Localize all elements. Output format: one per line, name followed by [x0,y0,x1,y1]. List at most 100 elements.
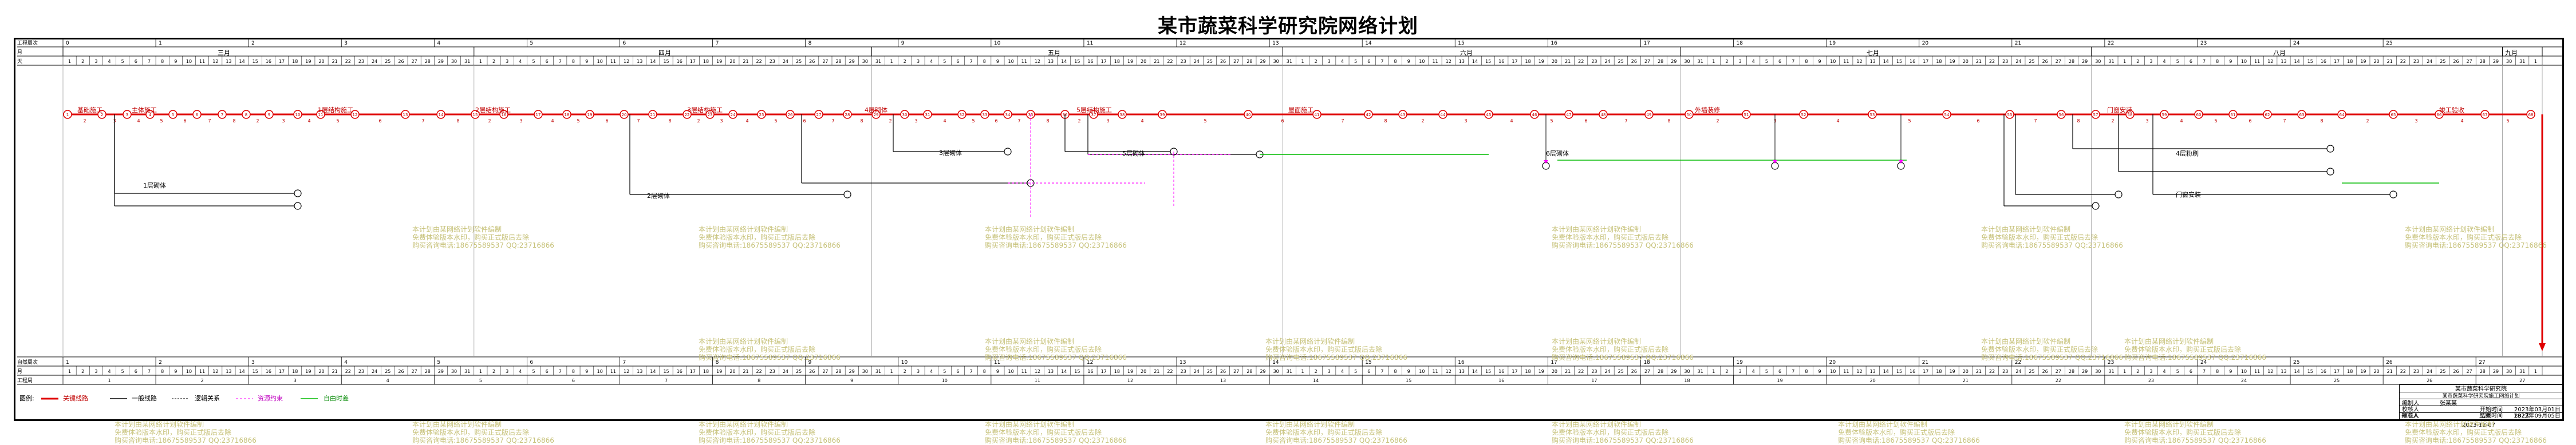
day-number: 30 [1273,59,1279,64]
day-number: 14 [239,59,244,64]
duration-number: 4 [386,378,389,383]
duration-number: 3 [294,378,297,383]
day-number: 20 [2373,59,2379,64]
week-number: 10 [901,360,908,365]
day-number: 1 [479,369,482,374]
day-number: 5 [1765,59,1768,64]
watermark-text: 免费体验版本水印，购买正式版后去除 [115,428,232,436]
day-number: 12 [1446,369,1451,374]
day-number: 28 [2069,369,2074,374]
legend-logic-label: 逻辑关系 [195,395,220,402]
day-number: 29 [2493,369,2499,374]
day-number: 10 [2241,59,2247,64]
duration-label: 7 [831,118,834,124]
duration-label: 2 [2111,118,2114,124]
node-number: 61 [2231,113,2236,117]
node-number: 57 [2093,113,2098,117]
day-number: 1 [2123,369,2126,374]
day-number: 25 [2440,369,2445,374]
duration-label: 3 [2415,118,2417,124]
day-number: 5 [943,369,946,374]
week-number: 22 [2015,360,2021,365]
day-number: 20 [1963,59,1969,64]
branch-node [2326,145,2334,153]
duration-label: 4 [2460,118,2463,124]
day-number: 28 [2480,369,2486,374]
day-number: 2 [2136,369,2139,374]
day-number: 18 [292,369,298,374]
event-node [980,110,989,119]
week-number: 12 [1087,360,1093,365]
day-number: 21 [332,369,338,374]
day-number: 21 [1565,59,1571,64]
event-node [705,110,715,119]
day-number: 18 [703,59,709,64]
day-number: 5 [943,59,946,64]
week-number: 20 [1922,41,1929,46]
day-number: 21 [332,59,338,64]
watermark-text: 本计划由某网络计划软件编制 [985,420,1075,428]
day-number: 30 [2095,369,2101,374]
day-number: 10 [1830,59,1836,64]
event-node [957,110,967,119]
watermark-text: 本计划由某网络计划软件编制 [1552,225,1642,233]
event-node [728,110,737,119]
day-number: 12 [1035,369,1040,374]
day-number: 27 [412,369,417,374]
day-number: 19 [305,369,311,374]
day-number: 1 [890,369,893,374]
day-number: 19 [1539,369,1544,374]
duration-number: 17 [1591,378,1597,383]
watermark-text: 本计划由某网络计划软件编制 [2405,420,2495,428]
day-number: 30 [2506,369,2512,374]
branch-node [2326,168,2334,176]
day-number: 23 [1591,59,1597,64]
duration-number: 8 [758,378,760,383]
day-number: 26 [2042,59,2048,64]
day-number: 23 [2413,59,2419,64]
day-number: 7 [148,59,151,64]
week-number: 17 [1643,41,1650,46]
day-number: 21 [743,369,748,374]
day-number: 3 [917,59,920,64]
day-number: 29 [1260,59,1265,64]
resource-marker [1899,160,1903,164]
day-number: 18 [1114,59,1120,64]
day-number: 11 [199,369,205,374]
week-number: 11 [994,360,1000,365]
event-node [562,110,571,119]
day-number: 20 [1141,59,1146,64]
day-number: 28 [425,369,431,374]
day-number: 20 [1552,369,1557,374]
day-number: 17 [1923,369,1928,374]
duration-number: 2 [201,378,204,383]
day-number: 12 [624,59,629,64]
day-number: 27 [1233,59,1239,64]
day-number: 22 [1578,369,1584,374]
week-number: 0 [66,41,69,46]
month-label: 五月 [1048,49,1060,57]
day-number: 8 [1394,369,1397,374]
day-number: 1 [68,369,71,374]
day-number: 3 [506,369,508,374]
day-number: 16 [266,369,271,374]
header-month-label: 月 [17,50,23,55]
title-block-key: 校核人 [2402,407,2419,413]
event-node [1003,110,1012,119]
duration-label: 8 [668,118,671,124]
day-number: 25 [1207,59,1213,64]
day-number: 22 [2400,369,2406,374]
branch-node [843,190,851,198]
node-number: 65 [2391,113,2396,117]
day-number: 6 [546,369,549,374]
event-node [871,110,881,119]
day-number: 30 [1684,59,1690,64]
node-number: 40 [1246,113,1251,117]
day-number: 20 [1141,369,1146,374]
event-node [1158,110,1167,119]
day-number: 26 [1220,369,1226,374]
watermark-text: 本计划由某网络计划软件编制 [115,420,204,428]
node-number: 25 [759,113,764,117]
week-number: 21 [1922,360,1928,365]
day-number: 6 [135,369,137,374]
